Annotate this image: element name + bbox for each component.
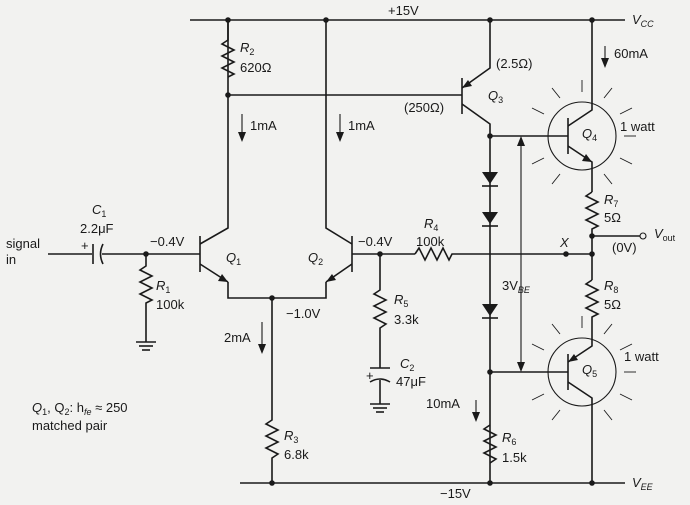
ground-r1 xyxy=(136,341,156,351)
vcc-rail xyxy=(190,17,625,23)
q3-emitter-r: (2.5Ω) xyxy=(496,56,532,71)
q2-current: 1mA xyxy=(348,118,375,133)
vcc-label: VCC xyxy=(632,12,654,29)
diode-string xyxy=(482,133,498,483)
resistor-r8 xyxy=(584,279,600,344)
q5-label: Q5 xyxy=(582,362,597,379)
q3-label: Q3 xyxy=(488,88,503,105)
capacitor-c2 xyxy=(369,367,391,404)
c1-label: C1 xyxy=(92,202,106,219)
r1-value: 100k xyxy=(156,297,185,312)
vcc-voltage: +15V xyxy=(388,3,419,18)
q2-label: Q2 xyxy=(308,250,323,267)
matched-pair-note-line1: Q1, Q2: hfe ≈ 250 xyxy=(32,400,128,417)
resistor-r2 xyxy=(220,20,462,98)
current-arrows xyxy=(238,46,609,422)
output-label: Vout xyxy=(654,226,676,243)
output-current: 60mA xyxy=(614,46,648,61)
q4-label: Q4 xyxy=(582,126,597,143)
r6-value: 1.5k xyxy=(502,450,527,465)
node-x: X xyxy=(559,235,570,250)
q2-base-voltage: −0.4V xyxy=(358,234,393,249)
input-label-line2: in xyxy=(6,252,16,267)
r2-label: R2 xyxy=(240,40,254,57)
input-wire xyxy=(48,251,200,257)
resistor-r4 xyxy=(414,246,592,262)
matched-pair-note-line2: matched pair xyxy=(32,418,108,433)
r8-value: 5Ω xyxy=(604,297,621,312)
resistor-r1 xyxy=(138,254,154,342)
r1-label: R1 xyxy=(156,278,170,295)
r7-value: 5Ω xyxy=(604,210,621,225)
r6-label: R6 xyxy=(502,430,516,447)
tail-current: 2mA xyxy=(224,330,251,345)
q4-power: 1 watt xyxy=(620,119,655,134)
r4-value: 100k xyxy=(416,234,445,249)
c2-value: 47μF xyxy=(396,374,426,389)
c1-plus: + xyxy=(81,238,89,253)
transistor-q5 xyxy=(490,316,636,483)
emitter-node xyxy=(227,282,327,301)
emitter-voltage: −1.0V xyxy=(286,306,321,321)
capacitor-c1 xyxy=(92,243,104,265)
transistor-q4 xyxy=(490,20,636,192)
resistor-r5 xyxy=(372,254,388,368)
r2-value: 620Ω xyxy=(240,60,272,75)
resistor-r3 xyxy=(264,298,280,483)
bias-label: 3VBE xyxy=(502,278,531,295)
r5-label: R5 xyxy=(394,292,408,309)
r7-label: R7 xyxy=(604,192,618,209)
r8-label: R8 xyxy=(604,278,618,295)
q3-base-r: (250Ω) xyxy=(404,100,444,115)
q1-current: 1mA xyxy=(250,118,277,133)
resistor-r7 xyxy=(584,191,647,280)
vee-voltage: −15V xyxy=(440,486,471,501)
input-label-line1: signal xyxy=(6,236,40,251)
driver-current: 10mA xyxy=(426,396,460,411)
r3-label: R3 xyxy=(284,428,298,445)
transistor-q1 xyxy=(199,20,229,283)
q1-base-voltage: −0.4V xyxy=(150,234,185,249)
output-level: (0V) xyxy=(612,240,637,255)
r3-value: 6.8k xyxy=(284,447,309,462)
transistor-q2 xyxy=(325,20,353,283)
resistor-r6 xyxy=(482,424,498,464)
vee-label: VEE xyxy=(632,475,654,492)
c1-value: 2.2μF xyxy=(80,221,114,236)
vee-rail xyxy=(240,480,625,486)
transistor-q3 xyxy=(461,20,491,136)
q2-base-node xyxy=(352,251,415,257)
r4-label: R4 xyxy=(424,216,438,233)
bias-arrow xyxy=(517,136,525,372)
q1-label: Q1 xyxy=(226,250,241,267)
c2-plus: + xyxy=(366,368,374,383)
q5-power: 1 watt xyxy=(624,349,659,364)
c2-label: C2 xyxy=(400,356,414,373)
r5-value: 3.3k xyxy=(394,312,419,327)
ground-c2 xyxy=(370,403,390,413)
